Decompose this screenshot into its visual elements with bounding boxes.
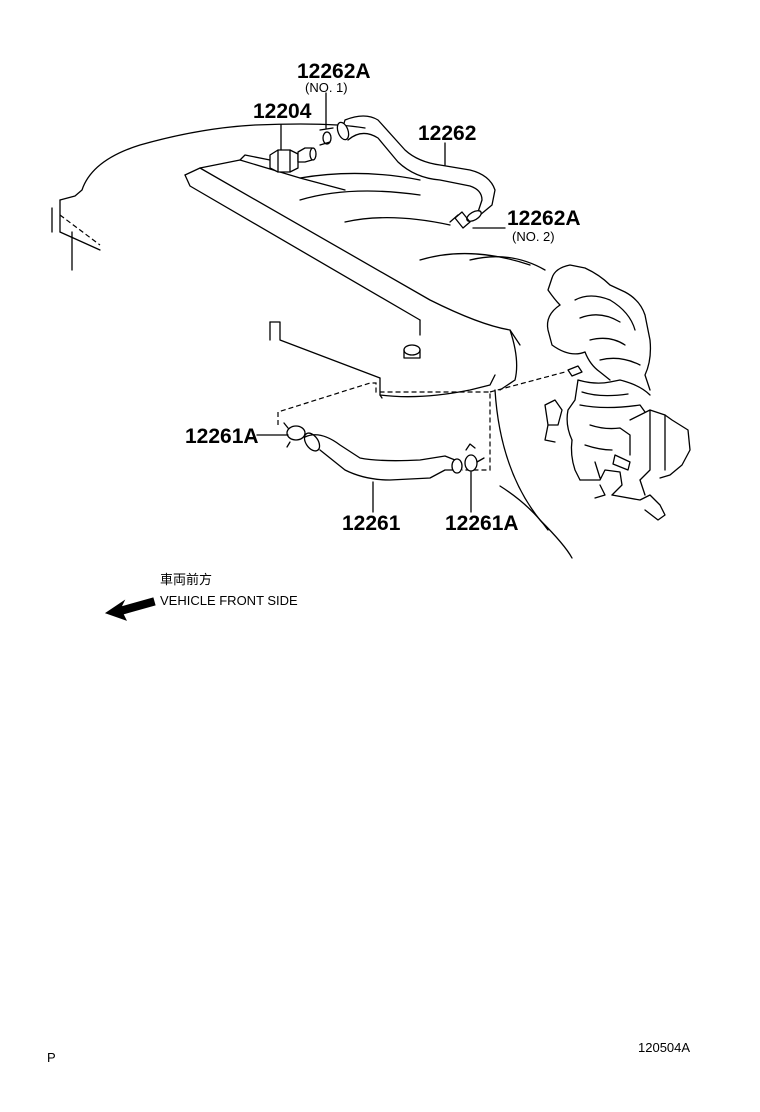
hose-route-dashed-line <box>277 371 566 471</box>
leader-lines <box>256 92 506 513</box>
direction-label-english: VEHICLE FRONT SIDE <box>160 593 298 608</box>
label-12261A-left: 12261A <box>185 425 259 448</box>
figure-code: 120504A <box>638 1040 690 1055</box>
label-12262A-no2: 12262A <box>507 207 581 230</box>
label-12262A-no2-sub: (NO. 2) <box>512 229 555 244</box>
label-12262A-no1-sub: (NO. 1) <box>305 80 348 95</box>
label-12262: 12262 <box>418 122 476 145</box>
clip-12262A-no2 <box>449 211 471 229</box>
label-12262A-no1: 12262A <box>297 60 371 83</box>
vehicle-front-arrow-icon <box>104 597 156 621</box>
direction-label-japanese: 車両前方 <box>160 572 212 588</box>
label-12204: 12204 <box>253 100 312 123</box>
page-mark: P <box>47 1050 56 1065</box>
label-12261A-right: 12261A <box>445 512 519 535</box>
ventilation-hose-12261 <box>303 432 463 481</box>
clip-12262A-no1 <box>319 127 334 146</box>
label-12261: 12261 <box>342 512 401 535</box>
pcv-valve-12204 <box>269 147 317 173</box>
ventilation-hose-12262 <box>336 115 496 222</box>
throttle-body-assembly <box>544 264 691 521</box>
clip-12261A-right <box>464 443 485 472</box>
clip-12261A-left <box>283 422 306 448</box>
engine-cylinder-head-cover <box>51 123 573 559</box>
